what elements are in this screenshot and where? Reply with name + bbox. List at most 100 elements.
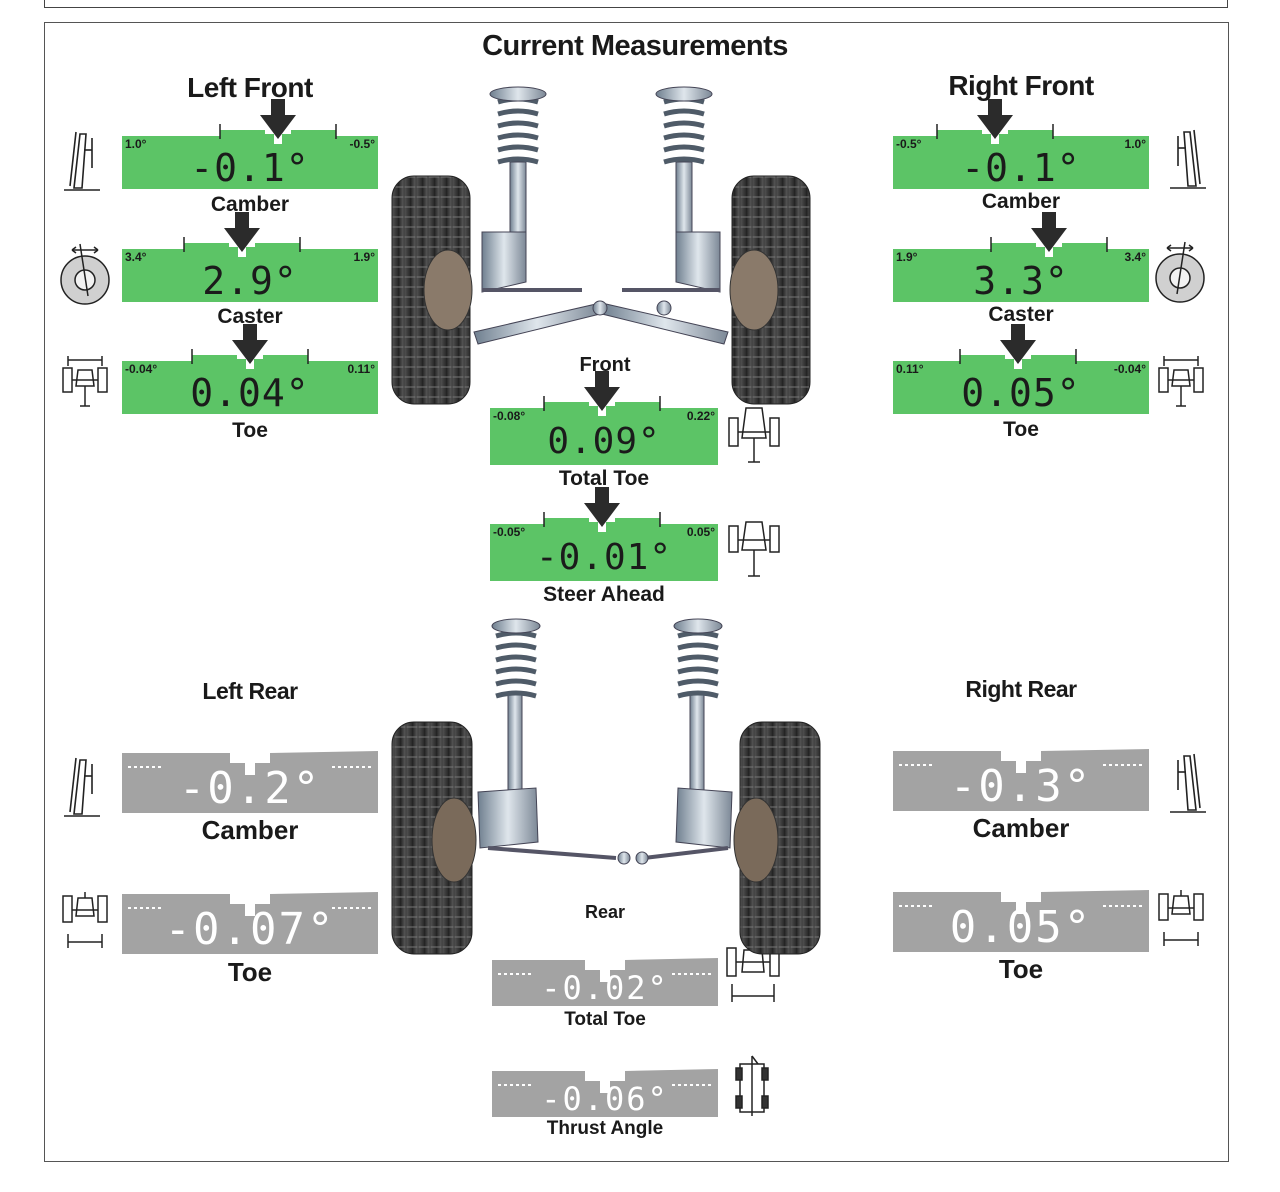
meter-body: [122, 130, 378, 189]
left-front-caster-label: Caster: [217, 305, 283, 328]
toe-icon: [1156, 888, 1206, 950]
meter-pointer-arrow: [232, 324, 268, 364]
meter-max-label: -0.5°: [349, 137, 375, 151]
page-title: Current Measurements: [482, 30, 788, 62]
meter-max-label: 0.05°: [686, 525, 715, 539]
meter-body: [490, 518, 718, 581]
meter-max-label: 3.4°: [1124, 250, 1146, 264]
left-rear-toe-meter: -0.07°: [122, 886, 378, 954]
right-rear-camber-meter: -0.3°: [893, 743, 1149, 811]
meter-pointer-arrow: [977, 99, 1013, 139]
left-rear-toe-label: Toe: [227, 957, 273, 987]
meter-value: -0.01°: [535, 537, 673, 578]
meter-max-label: 0.11°: [347, 362, 376, 376]
meter-min-label: 3.4°: [125, 250, 147, 264]
meter-value: -0.3°: [949, 761, 1093, 812]
meter-body: [122, 751, 378, 813]
front-heading: Front: [579, 354, 631, 376]
caster-icon: [58, 240, 112, 308]
meter-body: [893, 749, 1149, 811]
steer-ahead-icon: [726, 520, 782, 584]
thrust-angle-meter: -0.06°: [492, 1063, 718, 1117]
meter-body: [893, 243, 1149, 302]
meter-max-label: 1.9°: [353, 250, 375, 264]
meter-pointer-arrow: [584, 371, 620, 411]
right-front-toe-meter: 0.11° -0.04° 0.05°: [893, 324, 1149, 415]
meter-pointer-arrow: [224, 212, 260, 252]
left-front-toe-meter: -0.04° 0.11° 0.04°: [122, 324, 378, 415]
meter-max-label: -0.04°: [1113, 362, 1146, 376]
report-frame: [44, 22, 1229, 1162]
right-front-camber-meter: -0.5°1.0°-0.1°: [893, 99, 1149, 189]
steer-ahead-label: Steer Ahead: [543, 583, 665, 606]
front-total-toe-meter: -0.08° 0.22° 0.09°: [490, 371, 718, 465]
meter-body: [893, 890, 1149, 952]
rear-total-toe-meter: -0.02°: [492, 952, 718, 1006]
meter-body: [893, 355, 1149, 414]
meter-body: [122, 892, 378, 954]
toe-icon: [60, 352, 110, 414]
total-toe-icon: [726, 404, 782, 468]
meter-pointer-arrow: [1000, 324, 1036, 364]
left-front-heading: Left Front: [187, 72, 313, 103]
meter-value: -0.2°: [178, 763, 322, 814]
camber-icon: [1168, 126, 1208, 190]
meter-min-label: 0.11°: [896, 362, 924, 376]
left-front-toe-label: Toe: [232, 419, 268, 442]
left-rear-camber-label: Camber: [201, 815, 299, 845]
top-strip: [44, 0, 1228, 8]
rear-total-toe-label: Total Toe: [564, 1009, 646, 1030]
meter-pointer-arrow: [584, 487, 620, 527]
right-front-caster-meter: 1.9°3.4°3.3°: [893, 212, 1149, 303]
meter-min-label: -0.08°: [493, 409, 526, 423]
meter-body: [492, 1069, 718, 1117]
front-suspension-illustration: [391, 86, 811, 405]
right-front-heading: Right Front: [948, 70, 1094, 101]
meter-body: [492, 958, 718, 1006]
meter-value: 2.9°: [202, 259, 298, 303]
caster-icon: [1153, 238, 1207, 306]
meter-max-label: 1.0°: [1124, 137, 1146, 151]
left-front-camber-label: Camber: [210, 193, 290, 216]
meter-value: 3.3°: [973, 259, 1069, 303]
camber-icon: [1168, 750, 1208, 814]
meter-min-label: -0.5°: [896, 137, 922, 151]
right-rear-toe-meter: 0.05°: [893, 884, 1149, 952]
meter-max-label: 0.22°: [686, 409, 715, 423]
left-front-camber-meter: 1.0° -0.5° -0.1°: [122, 99, 378, 190]
total-toe-icon: [724, 944, 782, 1006]
meter-value: -0.06°: [541, 1080, 669, 1118]
right-front-toe-label: Toe: [1003, 418, 1039, 441]
left-front-caster-meter: 3.4° 1.9° 2.9°: [122, 212, 378, 303]
meter-value: -0.1°: [190, 146, 310, 190]
left-rear-camber-meter: -0.2°: [122, 745, 378, 813]
meter-value: 0.05°: [949, 902, 1093, 953]
right-front-camber-label: Camber: [981, 190, 1061, 213]
meter-body: [122, 243, 378, 302]
camber-icon: [62, 754, 102, 818]
right-front-caster-label: Caster: [988, 303, 1054, 326]
meter-value: 0.09°: [547, 421, 661, 462]
rear-heading: Rear: [584, 902, 626, 922]
meter-body: [122, 355, 378, 414]
meter-body: [893, 130, 1149, 189]
right-rear-camber-label: Camber: [972, 813, 1070, 843]
meter-min-label: -0.05°: [493, 525, 526, 539]
toe-icon: [1156, 352, 1206, 414]
right-rear-heading: Right Rear: [965, 676, 1077, 702]
meter-body: [490, 402, 718, 465]
meter-value: -0.02°: [541, 969, 669, 1007]
meter-value: 0.04°: [190, 371, 310, 415]
meter-pointer-arrow: [260, 99, 296, 139]
meter-pointer-arrow: [1031, 212, 1067, 252]
toe-icon: [60, 890, 110, 952]
meter-min-label: 1.0°: [125, 137, 147, 151]
rear-suspension-illustration: [391, 618, 821, 955]
thrust-angle-icon: [734, 1054, 770, 1118]
right-rear-toe-label: Toe: [998, 954, 1044, 984]
thrust-angle-label: Thrust Angle: [546, 1118, 664, 1139]
meter-value: 0.05°: [961, 371, 1081, 415]
meter-min-label: -0.04°: [125, 362, 158, 376]
meter-value: -0.07°: [164, 904, 336, 955]
camber-icon: [62, 128, 102, 192]
